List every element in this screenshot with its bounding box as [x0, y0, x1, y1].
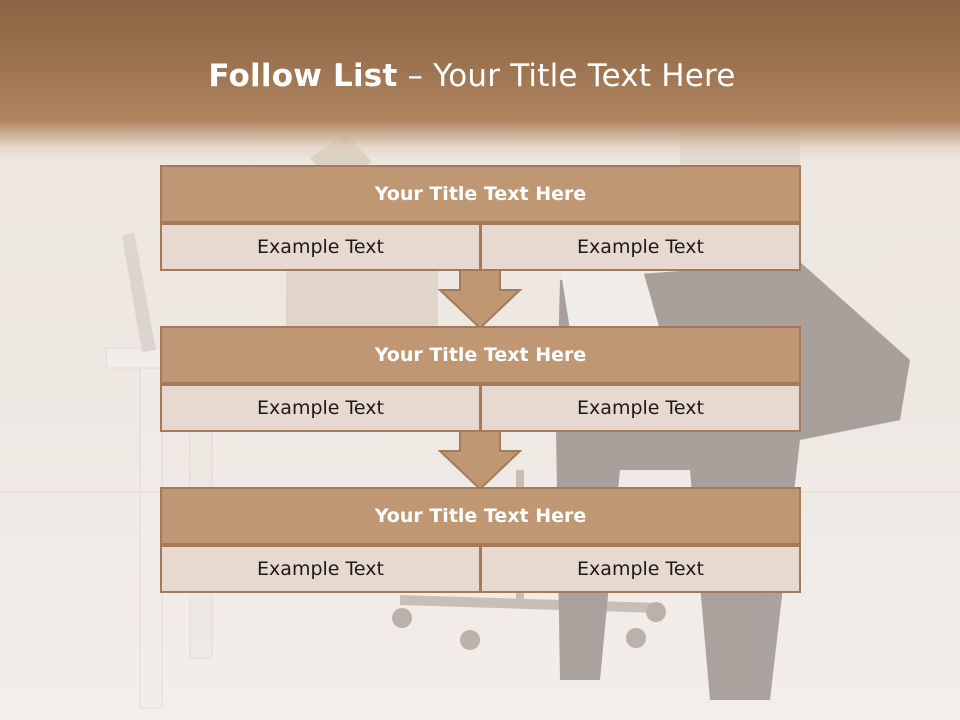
- down-arrow-icon: [438, 431, 522, 491]
- block-cell-left: Example Text: [160, 545, 481, 593]
- title-rest: Your Title Text Here: [433, 58, 736, 94]
- list-block-1: Your Title Text Here Example Text Exampl…: [160, 165, 801, 271]
- title-separator: –: [407, 58, 424, 94]
- title-bold: Follow List: [208, 58, 398, 94]
- block-title: Your Title Text Here: [160, 487, 801, 545]
- block-cell-right: Example Text: [480, 545, 801, 593]
- header-band: [0, 0, 960, 160]
- block-cell-right: Example Text: [480, 223, 801, 271]
- slide-title: Follow List–Your Title Text Here: [0, 58, 944, 94]
- block-title: Your Title Text Here: [160, 326, 801, 384]
- block-cell-right: Example Text: [480, 384, 801, 432]
- list-block-3: Your Title Text Here Example Text Exampl…: [160, 487, 801, 593]
- block-cell-left: Example Text: [160, 223, 481, 271]
- block-cell-left: Example Text: [160, 384, 481, 432]
- down-arrow-icon: [438, 270, 522, 330]
- list-block-2: Your Title Text Here Example Text Exampl…: [160, 326, 801, 432]
- block-title: Your Title Text Here: [160, 165, 801, 223]
